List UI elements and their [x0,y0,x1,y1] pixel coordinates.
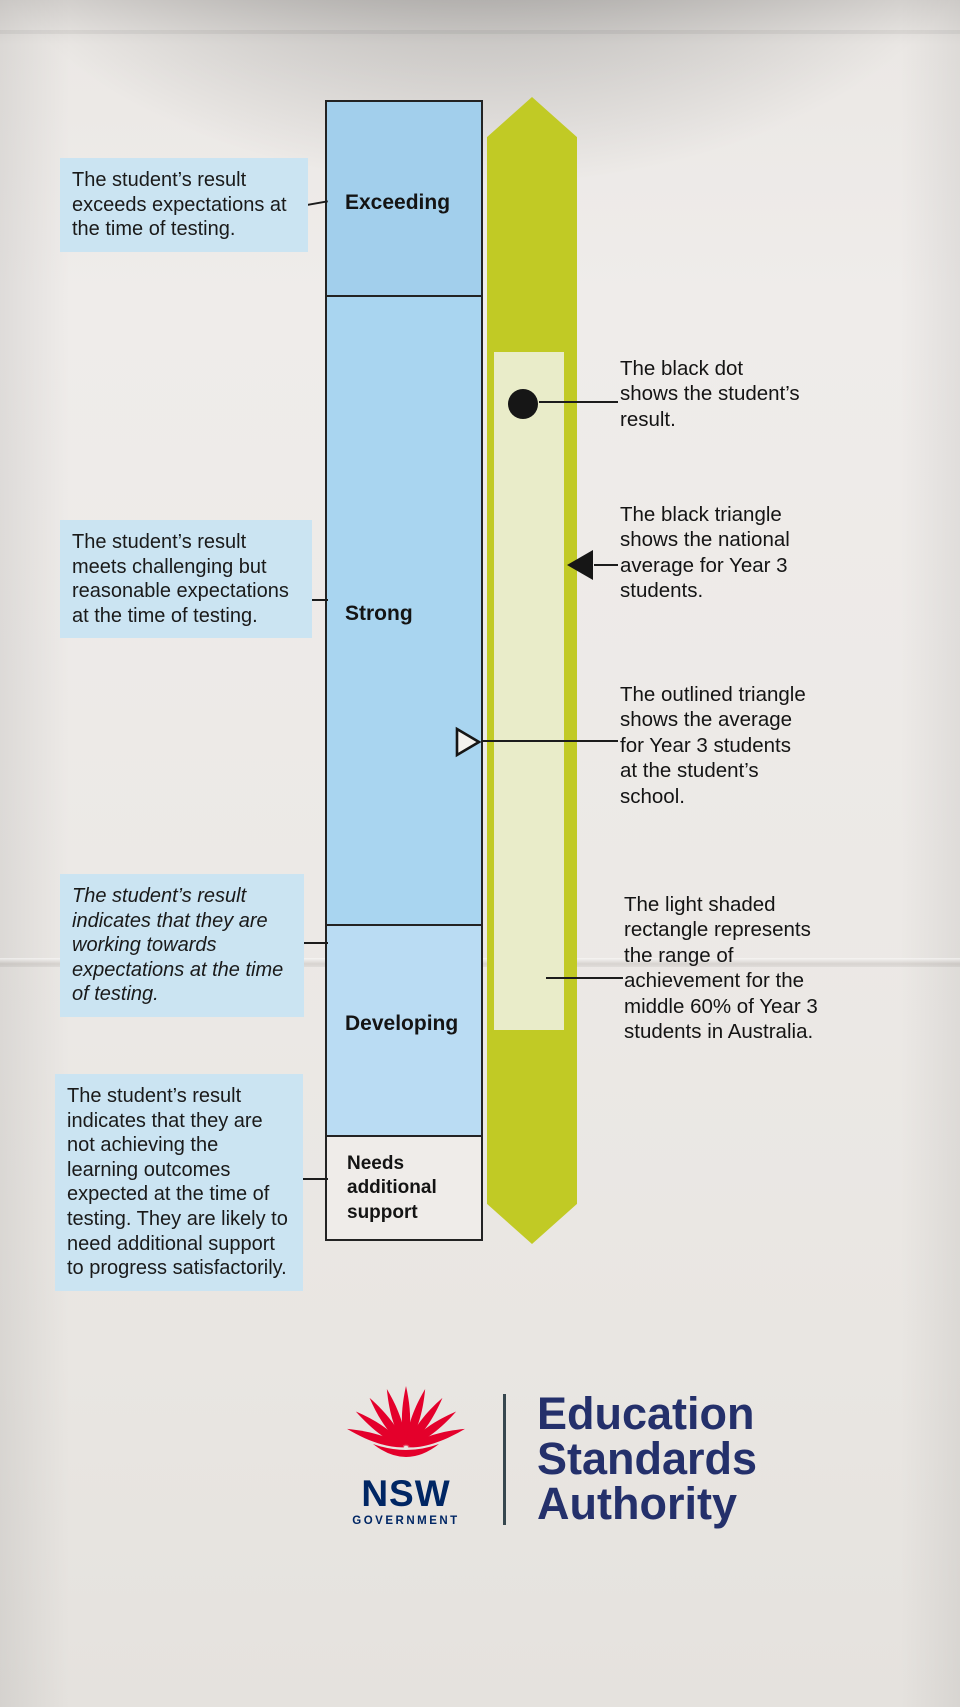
organisation-name-line: Standards [537,1433,758,1484]
student-result-dot-icon [508,389,538,419]
band-needs-additional-support [325,1135,483,1241]
callout-strong: The student’s result meets challenging b… [60,520,312,639]
band-developing [325,924,483,1137]
nsw-waratah-logo-icon [347,1386,465,1457]
connector-line-developing [296,942,328,944]
callout-exceeding: The student’s result exceeds expectation… [60,158,308,252]
logo-divider [503,1394,506,1525]
nsw-government-logo: NSW GOVERNMENT [338,1382,474,1527]
band-label-developing: Developing [345,1012,459,1035]
organisation-name: Education Standards Authority [537,1391,757,1526]
connector-line-shaded-range [546,977,623,979]
connector-line-dot [539,401,618,403]
connector-line-national-triangle [594,564,618,566]
annotation-shaded-range: The light shaded rectangle represents th… [624,893,818,1044]
band-label-exceeding: Exceeding [345,191,451,214]
callout-needs-additional-support: The student’s result indicates that they… [55,1074,303,1291]
middle-60-percent-range-rect [494,352,564,1030]
annotation-outlined-triangle: The outlined triangle shows the average … [620,683,806,808]
band-label-needs-additional-support: Needs additional support [347,1153,437,1223]
callout-developing: The student’s result indicates that they… [60,874,304,1017]
national-average-triangle-icon [567,550,593,580]
organisation-name-line: Authority [537,1478,737,1529]
annotation-black-dot: The black dot shows the student’s result… [620,357,800,431]
band-exceeding [325,100,483,297]
band-label-strong: Strong [345,602,413,625]
school-average-triangle-icon [455,726,482,758]
paper-crease-top [0,30,960,34]
connector-line-school-triangle [482,740,618,742]
nsw-logo-acronym: NSW [361,1473,451,1514]
nsw-logo-government-text: GOVERNMENT [352,1515,460,1527]
connector-line-strong [305,599,328,601]
connector-line-needs-support [293,1178,328,1180]
annotation-black-triangle: The black triangle shows the national av… [620,503,790,603]
organisation-name-line: Education [537,1388,755,1439]
band-strong [325,295,483,926]
